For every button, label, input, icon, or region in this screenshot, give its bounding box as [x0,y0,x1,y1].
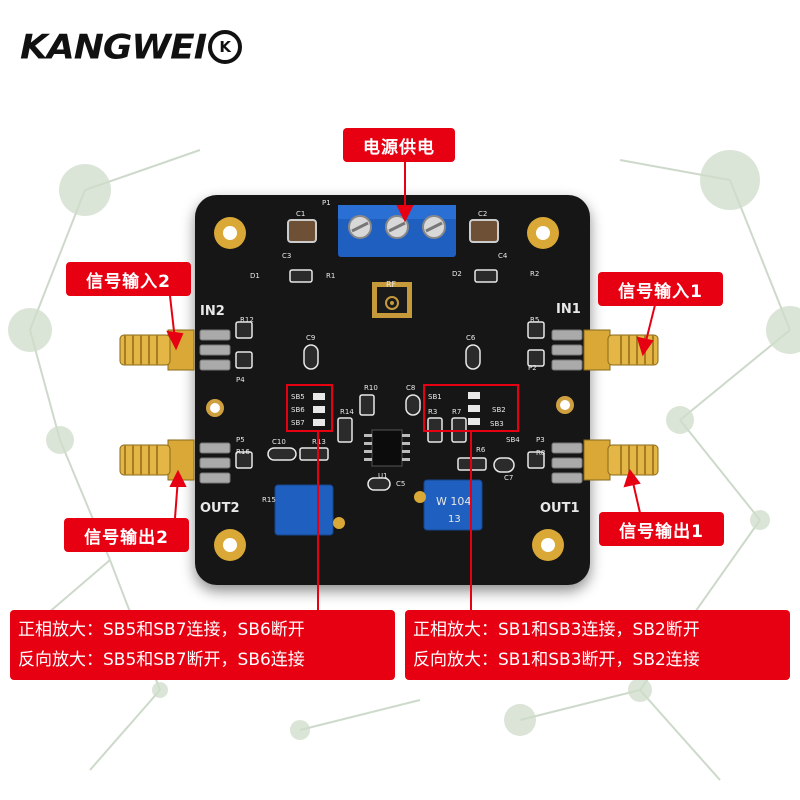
brand-badge-icon: K [208,30,243,64]
solder-bridge-label-sb3: SB3 [490,420,504,428]
potentiometer-right-icon [414,479,483,531]
callout-signal-in-2: 信号输入2 [66,262,191,296]
brand-badge-text: K [219,38,231,56]
solder-bridge-label-sb4: SB4 [506,436,520,444]
note-left-line-2: 反向放大：SB5和SB7断开，SB6连接 [18,650,305,670]
resistor-label-r8: R8 [536,449,545,457]
solder-bridge-label-sb7: SB7 [291,419,305,427]
note-right-line-1: 正相放大：SB1和SB3连接，SB2断开 [413,620,700,640]
capacitor-label-c2: C2 [478,210,487,218]
ic-chip [364,429,410,467]
brand-logo: KANGWEI K [20,24,243,70]
callout-signal-out-2: 信号输出2 [64,518,189,552]
pin-label-p4: P4 [236,376,245,384]
potentiometer-left-icon [274,484,345,536]
pin-label-p2: P2 [528,364,537,372]
capacitor-label-c7: C7 [504,474,513,482]
diode-label-d2: D2 [452,270,462,278]
resistor-label-r14: R14 [340,408,354,416]
note-left: 正相放大：SB5和SB7连接，SB6断开 反向放大：SB5和SB7断开，SB6连… [10,610,395,680]
rf-mark: RF [386,280,397,289]
sma-connector-out2-icon [119,439,195,481]
ic-label-u1: U1 [378,472,388,480]
note-connector-right [470,431,472,610]
power-terminal-block [338,205,456,257]
capacitor-label-c5: C5 [396,480,405,488]
mounting-hole-icon [214,217,564,561]
note-connector-left [317,431,319,610]
resistor-label-r5: R5 [530,316,539,324]
resistor-label-r16: R16 [236,448,250,456]
port-label-in1: IN1 [556,302,581,317]
callout-signal-in-1: 信号输入1 [598,272,723,306]
pcb-board [195,195,590,585]
capacitor-label-c9: C9 [306,334,315,342]
solder-bridge-label-sb5: SB5 [291,393,305,401]
callout-signal-out-1: 信号输出1 [599,512,724,546]
note-left-line-1: 正相放大：SB5和SB7连接，SB6断开 [18,620,305,640]
resistor-label-r15: R15 [262,496,276,504]
port-label-out2: OUT2 [200,501,240,516]
note-right-line-2: 反向放大：SB1和SB3断开，SB2连接 [413,650,700,670]
resistor-label-r2: R2 [530,270,539,278]
port-label-in2: IN2 [200,304,225,319]
capacitor-label-c8: C8 [406,384,415,392]
capacitor-label-c3: C3 [282,252,291,260]
highlight-box-left [286,384,333,432]
brand-name: KANGWEI [20,27,207,67]
solder-bridge-label-sb2: SB2 [492,406,506,414]
resistor-label-r1: R1 [326,272,335,280]
callout-power: 电源供电 [343,128,455,162]
capacitor-label-c4: C4 [498,252,508,260]
pin-label-p1: P1 [322,199,331,207]
sma-connector-in2-icon [119,329,195,371]
resistor-label-r10: R10 [364,384,378,392]
capacitor-label-c1: C1 [296,210,305,218]
note-right: 正相放大：SB1和SB3连接，SB2断开 反向放大：SB1和SB3断开，SB2连… [405,610,790,680]
diode-label-d1: D1 [250,272,260,280]
capacitor-label-c10: C10 [272,438,286,446]
pin-label-p5: P5 [236,436,245,444]
rf-logo-icon [372,282,412,318]
capacitor-label-c6: C6 [466,334,476,342]
resistor-label-r3: R3 [428,408,437,416]
solder-bridge-label-sb6: SB6 [291,406,305,414]
resistor-label-r12: R12 [240,316,254,324]
solder-bridge-label-sb1: SB1 [428,393,442,401]
resistor-label-r7: R7 [452,408,461,416]
pot-marking: W 104 [436,495,471,508]
resistor-label-r6: R6 [476,446,486,454]
sma-connector-out1-icon [583,439,659,481]
port-label-out1: OUT1 [540,501,580,516]
pin-label-p3: P3 [536,436,545,444]
pot-code: 13 [448,514,461,525]
